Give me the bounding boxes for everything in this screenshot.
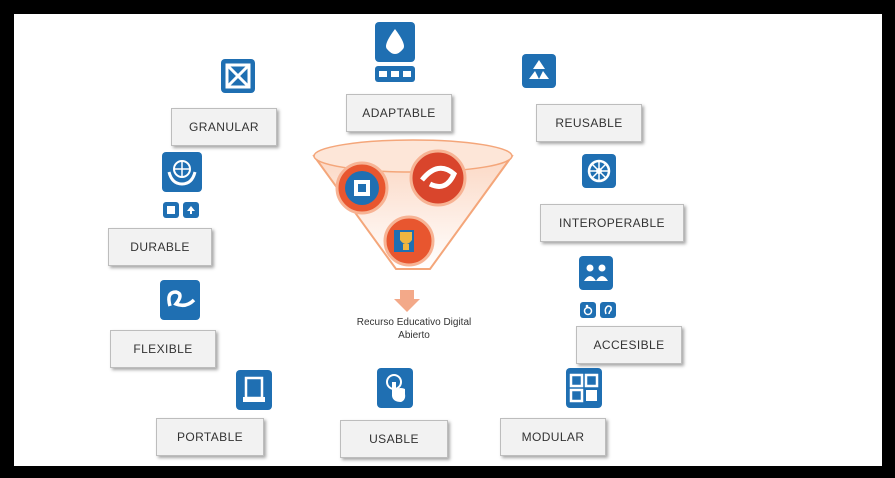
- ear-icon: [600, 302, 616, 318]
- granular-label: GRANULAR: [171, 108, 277, 146]
- spiral-circle: [409, 149, 467, 207]
- funnel-graphic: [312, 139, 514, 270]
- modules-grid-icon: [566, 368, 602, 408]
- center-caption-line2: Abierto: [398, 330, 430, 341]
- calendar-icon: [163, 202, 179, 218]
- portable-label: PORTABLE: [156, 418, 264, 456]
- accesible-label: ACCESIBLE: [576, 326, 682, 364]
- adaptable-label: ADAPTABLE: [346, 94, 452, 132]
- trophy-circle: [383, 215, 435, 267]
- reusable-label: REUSABLE: [536, 104, 642, 142]
- recycle-icon: [522, 54, 556, 88]
- upload-icon: [183, 202, 199, 218]
- connectors-icon: [375, 66, 415, 82]
- modular-label: MODULAR: [500, 418, 606, 456]
- usable-label: USABLE: [340, 420, 448, 458]
- durable-label: DURABLE: [108, 228, 212, 266]
- flexible-label: FLEXIBLE: [110, 330, 216, 368]
- interoperable-label: INTEROPERABLE: [540, 204, 684, 242]
- globe-in-hands-icon: [162, 152, 202, 192]
- network-wheel-icon: [582, 154, 616, 188]
- down-arrow-icon: [394, 290, 420, 312]
- diagram-canvas: Recurso Educativo Digital Abierto GRANUL…: [14, 14, 882, 466]
- wheelchair-icon: [580, 302, 596, 318]
- ribbon-loop-icon: [160, 280, 200, 320]
- people-group-icon: [579, 256, 613, 290]
- tablet-device-icon: [236, 370, 272, 410]
- touch-hand-icon: [377, 368, 413, 408]
- cube-layers-icon: [221, 59, 255, 93]
- water-drop-icon: [375, 22, 415, 62]
- chip-circle: [335, 161, 389, 215]
- center-caption-line1: Recurso Educativo Digital: [356, 317, 472, 328]
- center-caption: Recurso Educativo Digital Abierto: [314, 316, 514, 342]
